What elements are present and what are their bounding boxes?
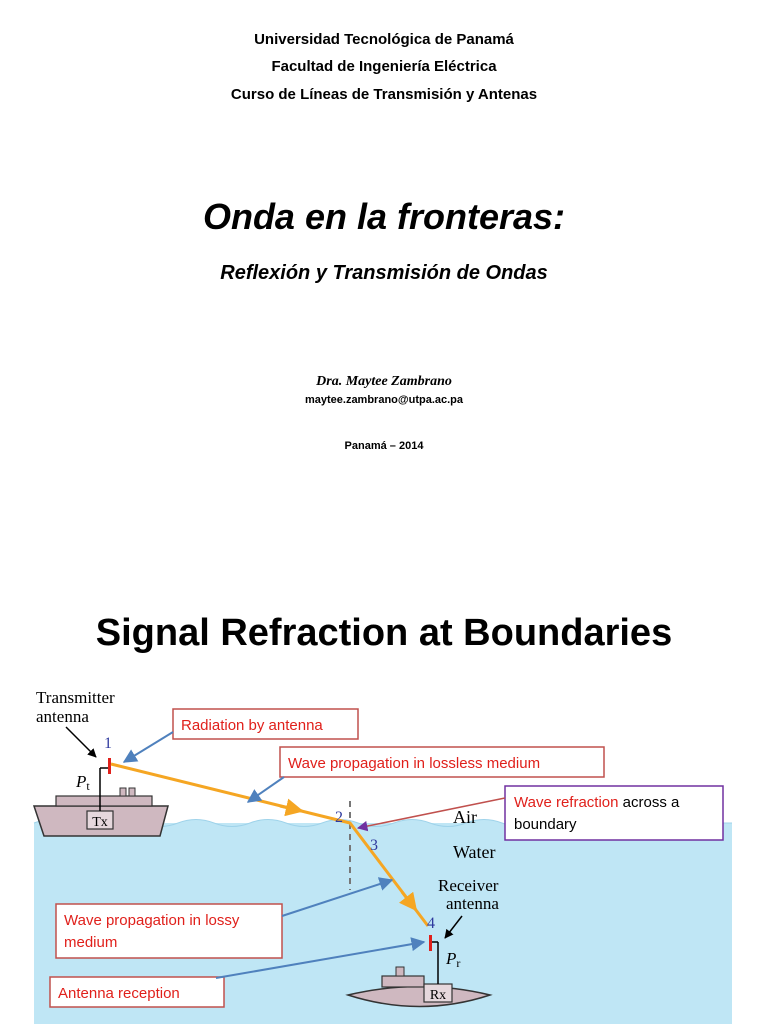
tx-label: Tx <box>92 815 108 830</box>
place-year: Panamá – 2014 <box>344 440 424 452</box>
callout-refraction-red: Wave refraction <box>514 794 618 811</box>
pt-sub: t <box>86 779 90 793</box>
water-label: Water <box>453 842 496 862</box>
pt-main: P <box>75 772 86 791</box>
wave-ray <box>110 762 430 927</box>
point-1-label: 1 <box>104 735 112 752</box>
callout-refraction-black: across a <box>618 794 680 811</box>
callout-lossy-line2: medium <box>64 934 117 951</box>
callout-lossy-box <box>55 903 283 959</box>
presentation-title: Onda en la fronteras: <box>202 196 566 237</box>
callout-refraction-line1: Wave refraction across a <box>514 794 680 811</box>
callout-lossless-arrow <box>246 776 285 803</box>
callout-reception-arrow <box>215 937 426 979</box>
point-4-label: 4 <box>427 915 435 932</box>
transmitter-label-line1: Transmitter <box>36 688 115 707</box>
callout-lossless-box <box>279 746 605 778</box>
transmitter-label-line2: antenna <box>36 707 89 726</box>
callout-refraction-box <box>504 785 724 841</box>
point-3-label: 3 <box>370 837 378 854</box>
refraction-diagram: Tx Pt 1 Transmitter antenna 2 3 Air Wate… <box>32 688 732 1024</box>
slide-title: Signal Refraction at Boundaries <box>95 612 673 654</box>
transmitter-ship <box>32 787 169 837</box>
receiver-ship <box>345 966 493 1008</box>
wave-ray-arrow-2 <box>398 891 418 912</box>
air-label: Air <box>453 807 477 827</box>
presentation-subtitle: Reflexión y Transmisión de Ondas <box>220 262 548 284</box>
callout-refraction-line2: boundary <box>514 816 577 833</box>
callout-lossy-arrow <box>281 877 394 917</box>
transmitter-pointer <box>65 726 97 758</box>
callout-lossless-text: Wave propagation in lossless medium <box>288 755 540 772</box>
wave-ray-arrow-1 <box>279 798 304 817</box>
receiver-pointer <box>444 915 463 939</box>
point-2-label: 2 <box>335 809 343 826</box>
title-slide: Universidad Tecnológica de Panamá Facult… <box>202 31 566 452</box>
tx-antenna-element <box>108 758 111 774</box>
university-name: Universidad Tecnológica de Panamá <box>254 31 514 48</box>
callout-reception-text: Antenna reception <box>58 985 180 1002</box>
author-email: maytee.zambrano@utpa.ac.pa <box>304 394 464 406</box>
callout-reception-box <box>49 976 225 1008</box>
callout-refraction-arrow <box>356 797 506 832</box>
rx-antenna-element <box>429 935 432 951</box>
rx-label: Rx <box>430 988 446 1003</box>
callout-radiation-text: Radiation by antenna <box>181 717 323 734</box>
faculty-name: Facultad de Ingeniería Eléctrica <box>271 58 497 75</box>
callout-radiation-arrow <box>122 731 174 763</box>
pr-label: Pr <box>445 949 460 970</box>
pt-label: Pt <box>75 772 90 793</box>
course-name: Curso de Líneas de Transmisión y Antenas <box>230 86 538 103</box>
pr-sub: r <box>456 956 460 970</box>
callout-lossy-line1: Wave propagation in lossy <box>64 912 240 929</box>
pr-main: P <box>445 949 456 968</box>
receiver-label-line1: Receiver <box>438 876 499 895</box>
callout-radiation-box <box>172 708 359 740</box>
author-name: Dra. Maytee Zambrano <box>316 374 452 389</box>
receiver-label-line2: antenna <box>446 894 499 913</box>
